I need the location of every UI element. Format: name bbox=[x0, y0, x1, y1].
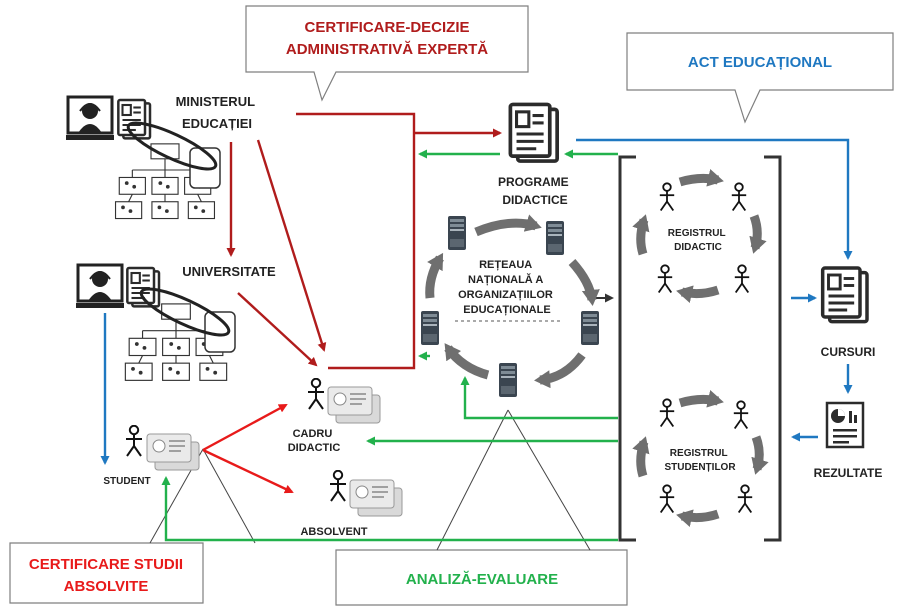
diploma-card-icon bbox=[327, 386, 381, 424]
cycle-arrow bbox=[676, 285, 720, 303]
callout-certificare-studii-line1: CERTIFICARE STUDII bbox=[29, 556, 183, 573]
server-icon bbox=[546, 221, 564, 255]
green-arrow-to-network bbox=[460, 376, 618, 420]
universitate-label: UNIVERSITATE bbox=[182, 264, 276, 279]
registers-bracket-right bbox=[764, 155, 782, 542]
person-icon bbox=[329, 470, 347, 502]
ring-arrow bbox=[474, 214, 542, 237]
programe-label: PROGRAME DIDACTICE bbox=[498, 175, 572, 207]
red-arrow-student-cadru bbox=[202, 403, 288, 452]
absolvent-label: ABSOLVENT bbox=[300, 526, 367, 538]
programe-label-line1: PROGRAME bbox=[498, 175, 569, 189]
registru-studenti-line1: REGISTRUL bbox=[670, 448, 728, 459]
registru-studenti-label: REGISTRUL STUDENȚILOR bbox=[664, 448, 736, 473]
red-flow-line bbox=[296, 112, 416, 370]
network-label-line4: EDUCAȚIONALE bbox=[463, 304, 550, 316]
person-icon bbox=[733, 264, 751, 294]
red-arrow-minister-cadru bbox=[256, 139, 327, 352]
callout-act-educational: ACT EDUCAȚIONAL bbox=[626, 32, 894, 124]
cadru-label-line1: CADRU bbox=[293, 428, 333, 440]
register-studenti-cycle bbox=[632, 390, 769, 527]
registru-studenti-line2: STUDENȚILOR bbox=[664, 462, 736, 473]
rezultate-label: REZULTATE bbox=[814, 466, 883, 480]
ring-arrow bbox=[444, 343, 490, 380]
callout-analiza-evaluare-text: ANALIZĂ-EVALUARE bbox=[406, 571, 558, 588]
server-icon bbox=[448, 216, 466, 250]
cycle-arrow bbox=[678, 169, 724, 187]
diploma-card-icon bbox=[349, 479, 403, 517]
registers-bracket-left bbox=[618, 155, 636, 542]
cycle-arrow bbox=[678, 390, 724, 408]
operator-icon bbox=[66, 95, 114, 142]
operator-icon bbox=[76, 263, 124, 310]
callout-analiza-evaluare: ANALIZĂ-EVALUARE bbox=[335, 549, 628, 606]
programe-label-line2: DIDACTICE bbox=[502, 193, 567, 207]
loop-icon bbox=[139, 287, 231, 337]
callout-certificare-decizie-line1: CERTIFICARE-DECIZIE bbox=[305, 19, 470, 36]
cycle-arrow bbox=[751, 435, 769, 475]
registru-didactic-line1: REGISTRUL bbox=[668, 228, 726, 239]
person-icon bbox=[730, 182, 748, 212]
network-ring bbox=[425, 214, 600, 389]
programe-document-icon bbox=[508, 102, 560, 163]
network-label-line2: NAȚIONALĂ A bbox=[468, 273, 543, 286]
cadru-label-line2: DIDACTIC bbox=[288, 442, 341, 454]
pointer-line bbox=[202, 448, 256, 544]
diploma-card-icon bbox=[146, 433, 200, 471]
server-icon bbox=[499, 363, 517, 397]
report-icon bbox=[825, 401, 865, 449]
cycle-arrow bbox=[676, 509, 720, 527]
callout-act-educational-text: ACT EDUCAȚIONAL bbox=[688, 54, 832, 71]
ring-arrow bbox=[534, 352, 586, 389]
red-arrow-universitate-cadru bbox=[237, 292, 318, 367]
pointer-line bbox=[507, 409, 591, 551]
callout-certificare-studii-line2: ABSOLVITE bbox=[64, 578, 149, 595]
register-didactic-cycle bbox=[632, 169, 767, 303]
pointer-line bbox=[436, 409, 509, 551]
person-icon bbox=[732, 400, 750, 430]
minister-label: MINISTERUL EDUCAȚIEI bbox=[176, 94, 259, 131]
server-icon bbox=[421, 311, 439, 345]
ring-arrow bbox=[425, 252, 444, 299]
loop-icon bbox=[126, 121, 218, 171]
person-icon bbox=[658, 484, 676, 514]
document-icon bbox=[117, 98, 152, 140]
blue-arrow-programe-cursuri bbox=[576, 138, 853, 260]
green-arrow-to-student bbox=[161, 476, 618, 542]
student-label: STUDENT bbox=[103, 476, 150, 487]
callout-certificare-decizie-line2: ADMINISTRATIVĂ EXPERTĂ bbox=[286, 41, 488, 58]
person-icon bbox=[658, 182, 676, 212]
ring-arrow bbox=[568, 258, 600, 306]
minister-label-line2: EDUCAȚIEI bbox=[182, 116, 252, 131]
cycle-arrow bbox=[632, 436, 650, 478]
network-label-line3: ORGANIZAȚIILOR bbox=[458, 289, 553, 301]
red-arrow-student-absolvent bbox=[202, 448, 294, 494]
person-icon bbox=[656, 264, 674, 294]
network-label-line1: REȚEAUA bbox=[479, 259, 532, 271]
person-icon bbox=[736, 484, 754, 514]
cycle-arrow bbox=[632, 214, 650, 256]
cadru-label: CADRU DIDACTIC bbox=[288, 428, 341, 454]
cursuri-document-icon bbox=[820, 266, 869, 324]
registru-didactic-label: REGISTRUL DIDACTIC bbox=[668, 228, 728, 253]
person-icon bbox=[125, 425, 143, 457]
person-icon bbox=[307, 378, 325, 410]
network-label: REȚEAUA NAȚIONALĂ A ORGANIZAȚIILOR EDUCA… bbox=[458, 259, 556, 316]
person-icon bbox=[658, 398, 676, 428]
server-icon bbox=[581, 311, 599, 345]
registru-didactic-line2: DIDACTIC bbox=[674, 242, 722, 253]
callout-certificare-decizie: CERTIFICARE-DECIZIE ADMINISTRATIVĂ EXPER… bbox=[245, 5, 529, 102]
document-icon bbox=[126, 266, 161, 308]
callout-certificare-studii: CERTIFICARE STUDII ABSOLVITE bbox=[9, 542, 204, 604]
minister-label-line1: MINISTERUL bbox=[176, 94, 256, 109]
cycle-arrow bbox=[749, 214, 767, 254]
cursuri-label: CURSURI bbox=[821, 345, 876, 359]
